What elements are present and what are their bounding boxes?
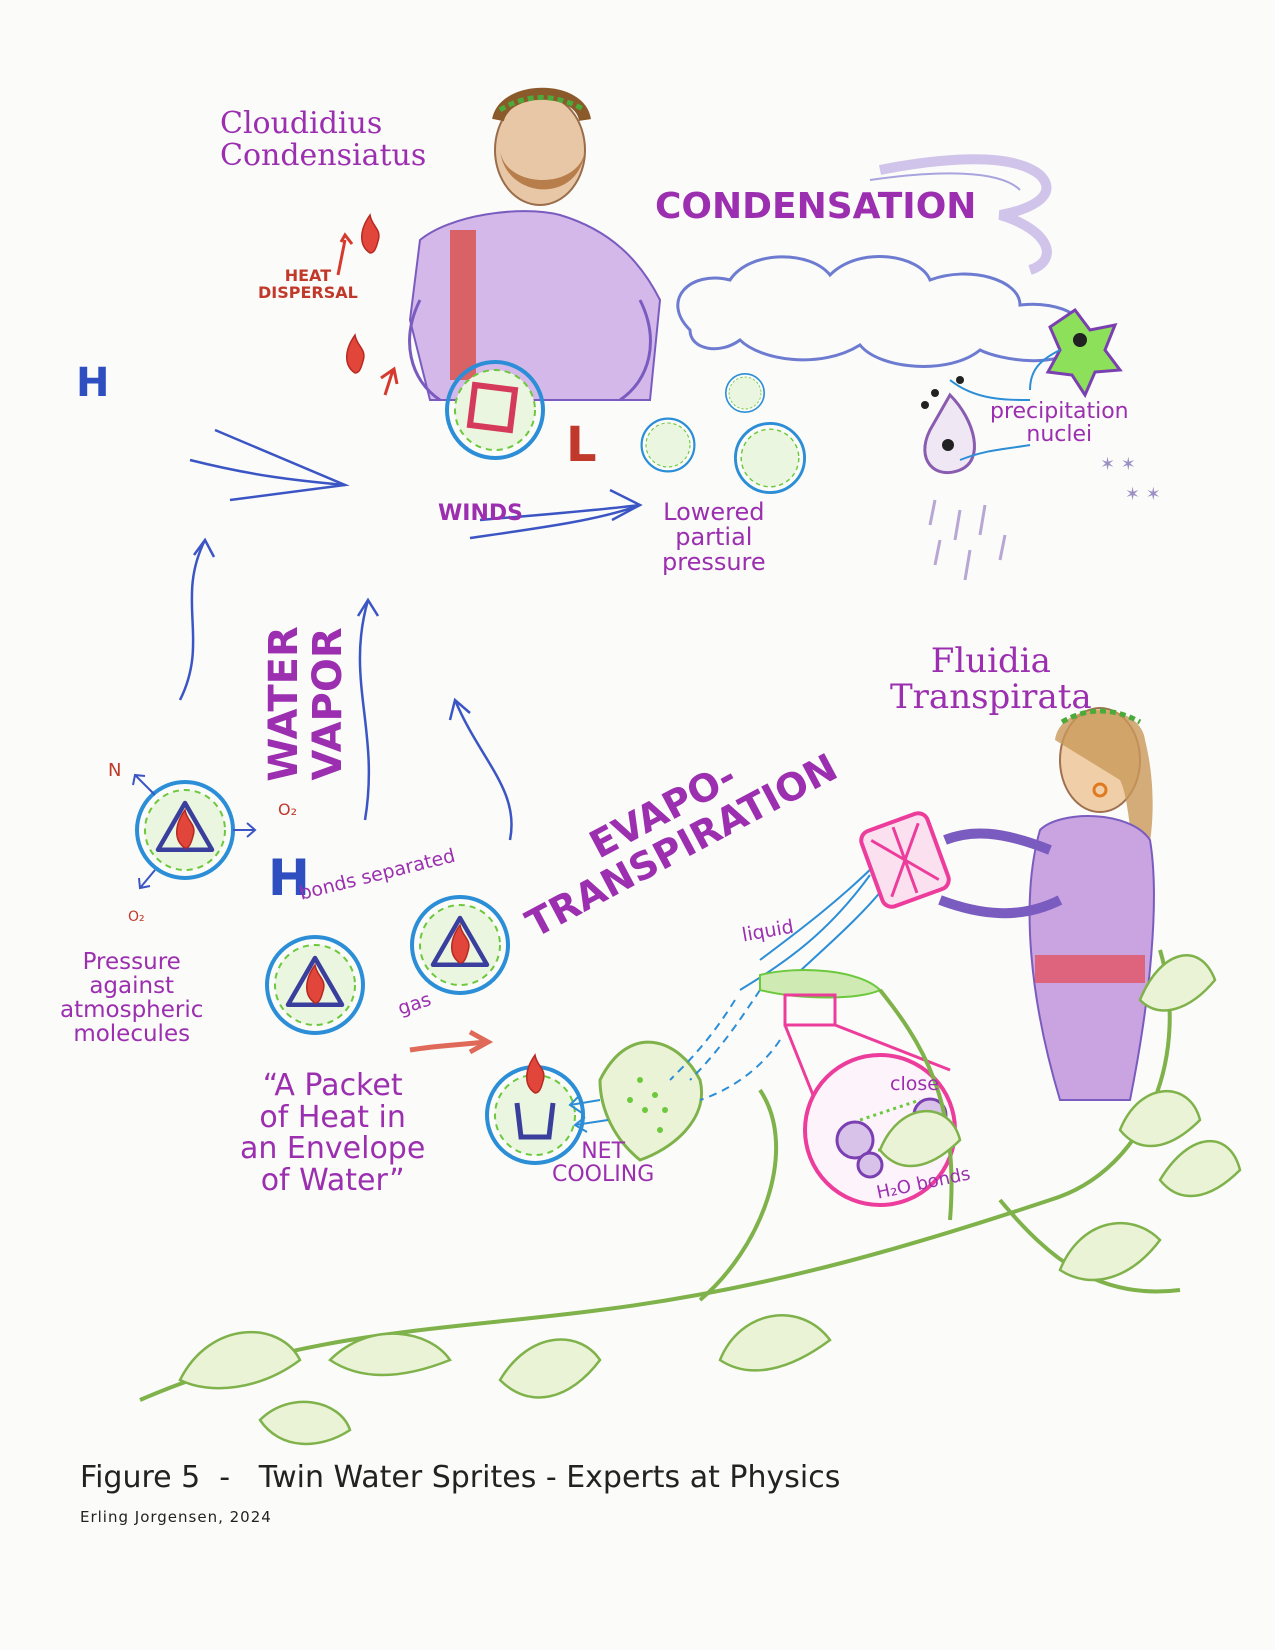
pitcher — [859, 811, 951, 909]
net-cooling-label: NET COOLING — [552, 1139, 655, 1188]
pressure-molecule — [132, 773, 257, 890]
leaf-stomata — [568, 1040, 703, 1162]
cooling-molecule — [485, 1054, 585, 1165]
high-pressure-mid: H — [268, 849, 310, 907]
cloudidius-name: Cloudidius Condensiatus — [220, 106, 427, 173]
pressure-against-label: Pressure against atmospheric molecules — [60, 949, 204, 1048]
fluidia-figure — [938, 707, 1155, 1101]
precipitation-nuclei-label: precipitation nuclei — [990, 399, 1129, 448]
cloud — [676, 154, 1087, 368]
nitrogen-label: N — [108, 760, 122, 781]
condensation-label: CONDENSATION — [655, 186, 977, 227]
lowered-partial-pressure-label: Lowered partial pressure — [662, 498, 766, 577]
oxygen-bottom-label: O₂ — [128, 909, 145, 925]
vines — [139, 949, 1242, 1446]
high-pressure-top: H — [76, 360, 110, 406]
svg-text:✶ ✶: ✶ ✶ — [1100, 454, 1136, 475]
close-label: close — [890, 1073, 939, 1095]
gas-molecule-left — [265, 935, 365, 1035]
cloudidius-figure — [408, 87, 662, 402]
figure-caption: Figure 5 - Twin Water Sprites - Experts … — [80, 1460, 841, 1495]
wind-arrows — [189, 428, 643, 540]
heat-dispersal-flames — [336, 214, 399, 396]
author-credit: Erling Jorgensen, 2024 — [80, 1508, 272, 1526]
oxygen-right-label: O₂ — [278, 800, 298, 819]
heat-arrow — [409, 1029, 494, 1055]
quote-label: “A Packet of Heat in an Envelope of Wate… — [240, 1068, 426, 1198]
held-molecule — [445, 360, 545, 460]
fluidia-name: Fluidia Transpirata — [890, 641, 1092, 717]
small-molecules — [640, 372, 806, 494]
precipitation-drop: ✶ ✶ ✶ ✶ — [921, 307, 1161, 581]
gas-molecule-right — [410, 895, 510, 995]
water-vapor-arrows — [178, 537, 513, 841]
svg-text:✶ ✶: ✶ ✶ — [1125, 484, 1161, 505]
low-pressure-label: L — [566, 417, 597, 473]
water-vapor-label: WATER VAPOR — [260, 626, 351, 782]
winds-label: WINDS — [438, 501, 523, 526]
heat-dispersal-label: HEAT DISPERSAL — [258, 266, 358, 302]
